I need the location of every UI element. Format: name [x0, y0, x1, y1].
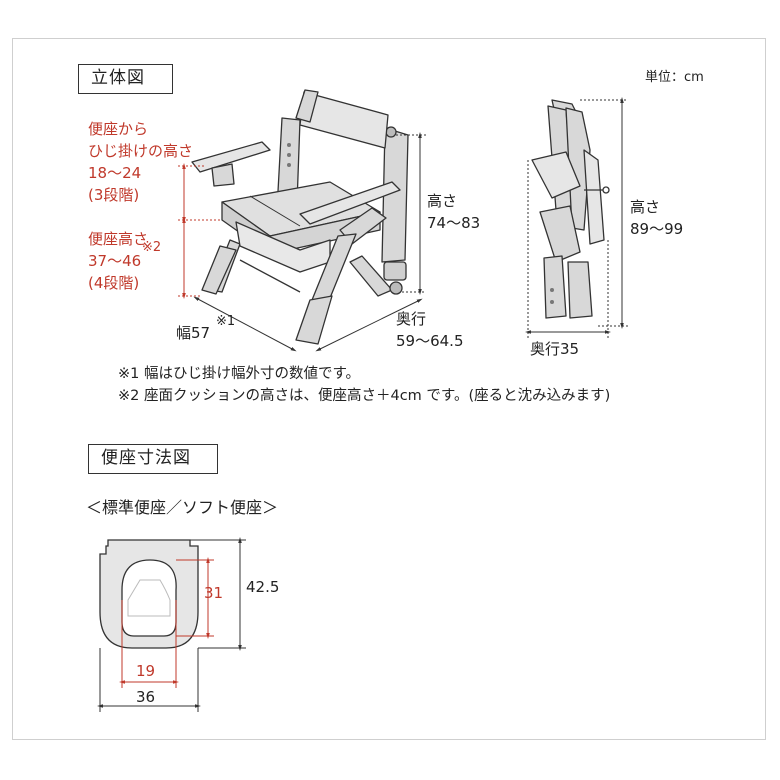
chair-width-depth-dimension [193, 296, 423, 352]
note-2: ※2 座面クッションの高さは、便座高さ＋4cm です。(座ると沈み込みます) [118, 388, 611, 404]
note-1: ※1 幅はひじ掛け幅外寸の数値です。 [118, 366, 361, 382]
toilet-seat-drawing [99, 539, 199, 649]
folded-dimension [525, 97, 628, 338]
seat-note-mark: ※2 [142, 240, 162, 255]
section-title-3d: 立体図 [78, 64, 173, 94]
outer-width-label: 36 [136, 688, 156, 706]
seat-subtitle: ＜標準便座／ソフト便座＞ [86, 498, 279, 517]
chair-folded-drawing [531, 99, 610, 319]
width-note-mark: ※1 [216, 314, 236, 329]
unit-label: 単位：cm [645, 70, 704, 85]
inner-width-label: 19 [136, 662, 156, 680]
armrest-height-label: 便座から ひじ掛けの高さ 18～24 (3段階) [88, 120, 194, 204]
inner-length-label: 31 [204, 584, 224, 602]
content-frame [12, 38, 766, 740]
chair-width-label: 幅57 [176, 324, 211, 342]
chair-depth-label: 奥行 59～64.5 [396, 310, 464, 350]
folded-depth-label: 奥行35 [530, 340, 580, 358]
seat-height-label: 便座高さ 37～46 (4段階) [88, 230, 149, 292]
seat-dimension-lines [97, 537, 246, 712]
armrest-height-dimension [178, 163, 222, 299]
outer-length-label: 42.5 [246, 578, 280, 596]
chair-height-dimension [396, 132, 426, 295]
chair-3d-drawing [191, 89, 409, 345]
chair-height-label: 高さ 74～83 [427, 192, 481, 232]
folded-height-label: 高さ 89～99 [630, 198, 684, 238]
section-title-seat: 便座寸法図 [88, 444, 218, 474]
